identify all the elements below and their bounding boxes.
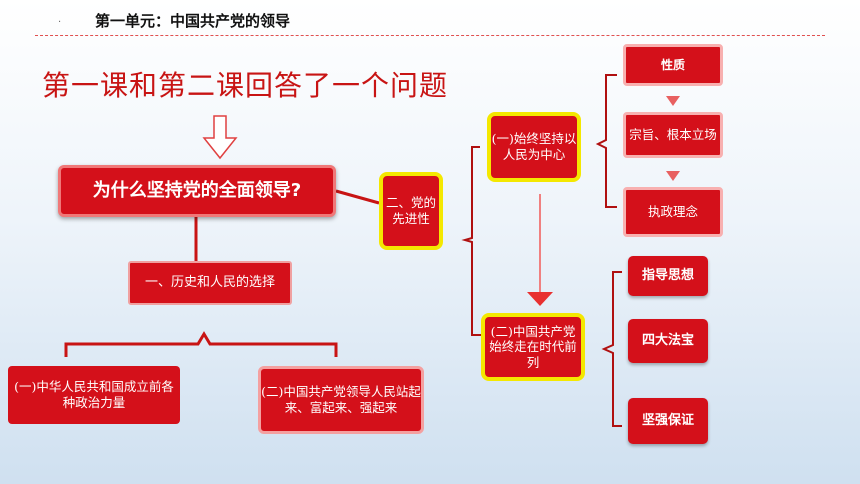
header-divider: [35, 35, 825, 36]
unit-title: 第一单元：中国共产党的领导: [95, 12, 291, 30]
political-forces-box: (一)中华人民共和国成立前各种政治力量: [8, 366, 180, 424]
strong-guarantee-box: 坚强保证: [628, 398, 708, 444]
bracket-times-details: [601, 271, 622, 427]
bracket-party: [461, 146, 481, 336]
nature-box: 性质: [623, 44, 723, 86]
main-question-box: 为什么坚持党的全面领导?: [58, 165, 336, 217]
guiding-thought-box: 指导思想: [628, 256, 708, 296]
small-arrow-icon-2: [666, 171, 680, 181]
people-centered-box: (一)始终坚持以人民为中心: [487, 112, 581, 182]
purpose-stance-box: 宗旨、根本立场: [623, 112, 723, 158]
four-treasures-box: 四大法宝: [628, 319, 708, 363]
history-choice-box: 一、历史和人民的选择: [128, 261, 292, 305]
small-arrow-icon-1: [666, 96, 680, 106]
bracket-people-details: [595, 74, 617, 208]
governance-concept-box: 执政理念: [623, 187, 723, 237]
down-arrow-pink-icon: [527, 292, 553, 306]
connector-main-to-party: [335, 189, 380, 205]
times-forefront-box: (二)中国共产党始终走在时代前列: [481, 313, 585, 381]
page-title: 第一课和第二课回答了一个问题: [42, 69, 449, 102]
bracket-history: [64, 331, 338, 357]
party-led-people-box: (二)中国共产党领导人民站起来、富起来、强起来: [258, 366, 424, 434]
party-advanced-box: 二、党的先进性: [379, 172, 443, 250]
down-arrow-hollow-icon: [202, 115, 238, 160]
header-dot: .: [58, 14, 62, 25]
